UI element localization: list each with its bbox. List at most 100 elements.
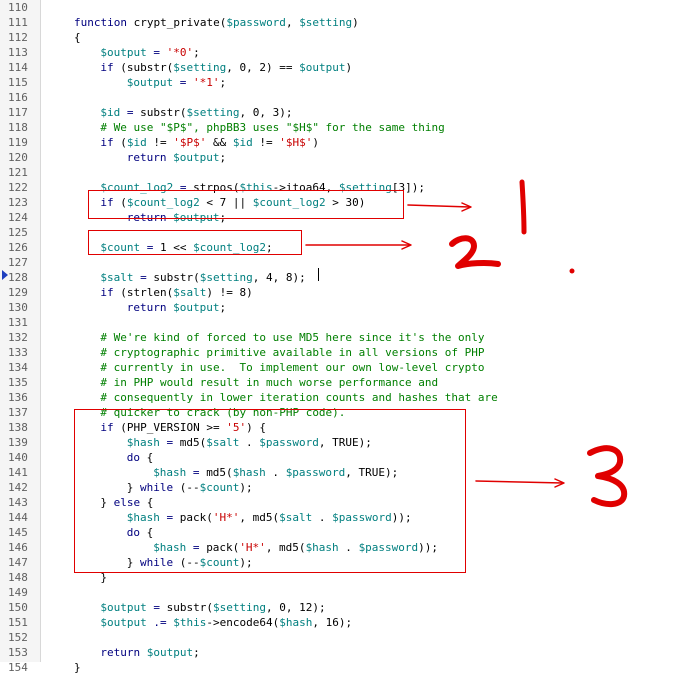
code-token: (strlen(: [120, 286, 174, 299]
code-token: !=: [252, 136, 280, 149]
code-token: , 0, 2) ==: [226, 61, 300, 74]
code-token: $password: [332, 511, 392, 524]
code-token: $password: [226, 16, 286, 29]
code-line: 125: [0, 225, 685, 240]
code-token: $this: [173, 616, 207, 629]
code-token: $id: [232, 136, 253, 149]
code-token: ): [345, 61, 353, 74]
code-token: $setting: [173, 61, 227, 74]
code-text: # in PHP would result in much worse perf…: [100, 375, 438, 390]
code-token: , 0, 3);: [239, 106, 293, 119]
line-number: 134: [8, 361, 28, 374]
code-token: }: [126, 481, 141, 494]
code-token: return: [126, 151, 174, 164]
code-token: 'H*': [239, 541, 266, 554]
code-token: {: [146, 526, 154, 539]
line-number: 118: [8, 121, 28, 134]
code-token: 'H*': [212, 511, 240, 524]
code-token: }: [100, 496, 114, 509]
code-token: $output: [100, 616, 147, 629]
code-line: 143} else {: [0, 495, 685, 510]
code-token: $setting: [299, 16, 353, 29]
code-token: # consequently in lower iteration counts…: [100, 391, 498, 404]
code-text: function crypt_private($password, $setti…: [74, 15, 359, 30]
code-token: ) != 8): [206, 286, 253, 299]
code-token: # cryptographic primitive available in a…: [100, 346, 485, 359]
highlight-box-count-check: [88, 190, 404, 219]
line-number-gutter: [0, 0, 41, 662]
line-number: 126: [8, 241, 28, 254]
code-token: $count: [199, 556, 240, 569]
code-token: , 16);: [312, 616, 353, 629]
code-token: =: [186, 466, 207, 479]
line-number: 145: [8, 526, 28, 539]
code-line: 154}: [0, 660, 685, 675]
line-number: 120: [8, 151, 28, 164]
line-number: 123: [8, 196, 28, 209]
line-number: 116: [8, 91, 28, 104]
code-token: while: [140, 481, 180, 494]
code-text: if ($count_log2 < 7 || $count_log2 > 30): [100, 195, 365, 210]
code-token: # We're kind of forced to use MD5 here s…: [100, 331, 485, 344]
code-token: $output: [146, 646, 194, 659]
code-line: 113$output = '*0';: [0, 45, 685, 60]
code-token: =: [173, 181, 194, 194]
code-token: crypt_private(: [133, 16, 227, 29]
code-line: 142} while (--$count);: [0, 480, 685, 495]
code-text: $id = substr($setting, 0, 3);: [100, 105, 292, 120]
code-token: ): [312, 136, 320, 149]
line-number: 117: [8, 106, 28, 119]
code-token: 1 <<: [160, 241, 194, 254]
line-number: 136: [8, 391, 28, 404]
code-line: 110: [0, 0, 685, 15]
code-token: =: [159, 511, 180, 524]
line-number: 142: [8, 481, 28, 494]
code-token: $hash: [153, 466, 187, 479]
code-line: 127: [0, 255, 685, 270]
line-number: 128: [8, 271, 28, 284]
code-text: }: [100, 570, 107, 585]
line-number: 127: [8, 256, 28, 269]
line-number: 152: [8, 631, 28, 644]
code-token: .: [338, 541, 359, 554]
code-token: < 7 ||: [199, 196, 253, 209]
line-number: 154: [8, 661, 28, 674]
code-line: 112{: [0, 30, 685, 45]
code-token: if: [100, 421, 121, 434]
code-text: $output = '*1';: [127, 75, 226, 90]
line-number: 110: [8, 1, 28, 14]
code-token: ));: [391, 511, 412, 524]
line-number: 144: [8, 511, 28, 524]
code-token: pack(: [179, 511, 213, 524]
code-token: md5(: [206, 466, 233, 479]
code-token: $output: [126, 76, 174, 89]
line-number: 112: [8, 31, 28, 44]
code-token: , 4, 8);: [252, 271, 306, 284]
code-token: $password: [285, 466, 346, 479]
code-text: $hash = pack('H*', md5($hash . $password…: [153, 540, 438, 555]
code-token: $output: [173, 301, 220, 314]
code-token: md5(: [179, 436, 207, 449]
code-token: ): [352, 16, 359, 29]
code-token: .: [312, 511, 333, 524]
code-token: }: [100, 571, 108, 584]
text-caret: [318, 268, 319, 281]
code-token: function: [74, 16, 134, 29]
code-token: $output: [299, 61, 346, 74]
code-token: .: [239, 436, 260, 449]
code-token: $id: [126, 136, 147, 149]
code-token: (--: [179, 556, 200, 569]
line-number: 153: [8, 646, 28, 659]
code-line: 136 # consequently in lower iteration cou…: [0, 390, 685, 405]
code-text: return $output;: [100, 645, 199, 660]
code-line: 118# We use "$P$", phpBB3 uses "$H$" for…: [0, 120, 685, 135]
code-token: do: [126, 451, 147, 464]
line-number: 150: [8, 601, 28, 614]
code-text: $output = substr($setting, 0, 12);: [100, 600, 325, 615]
